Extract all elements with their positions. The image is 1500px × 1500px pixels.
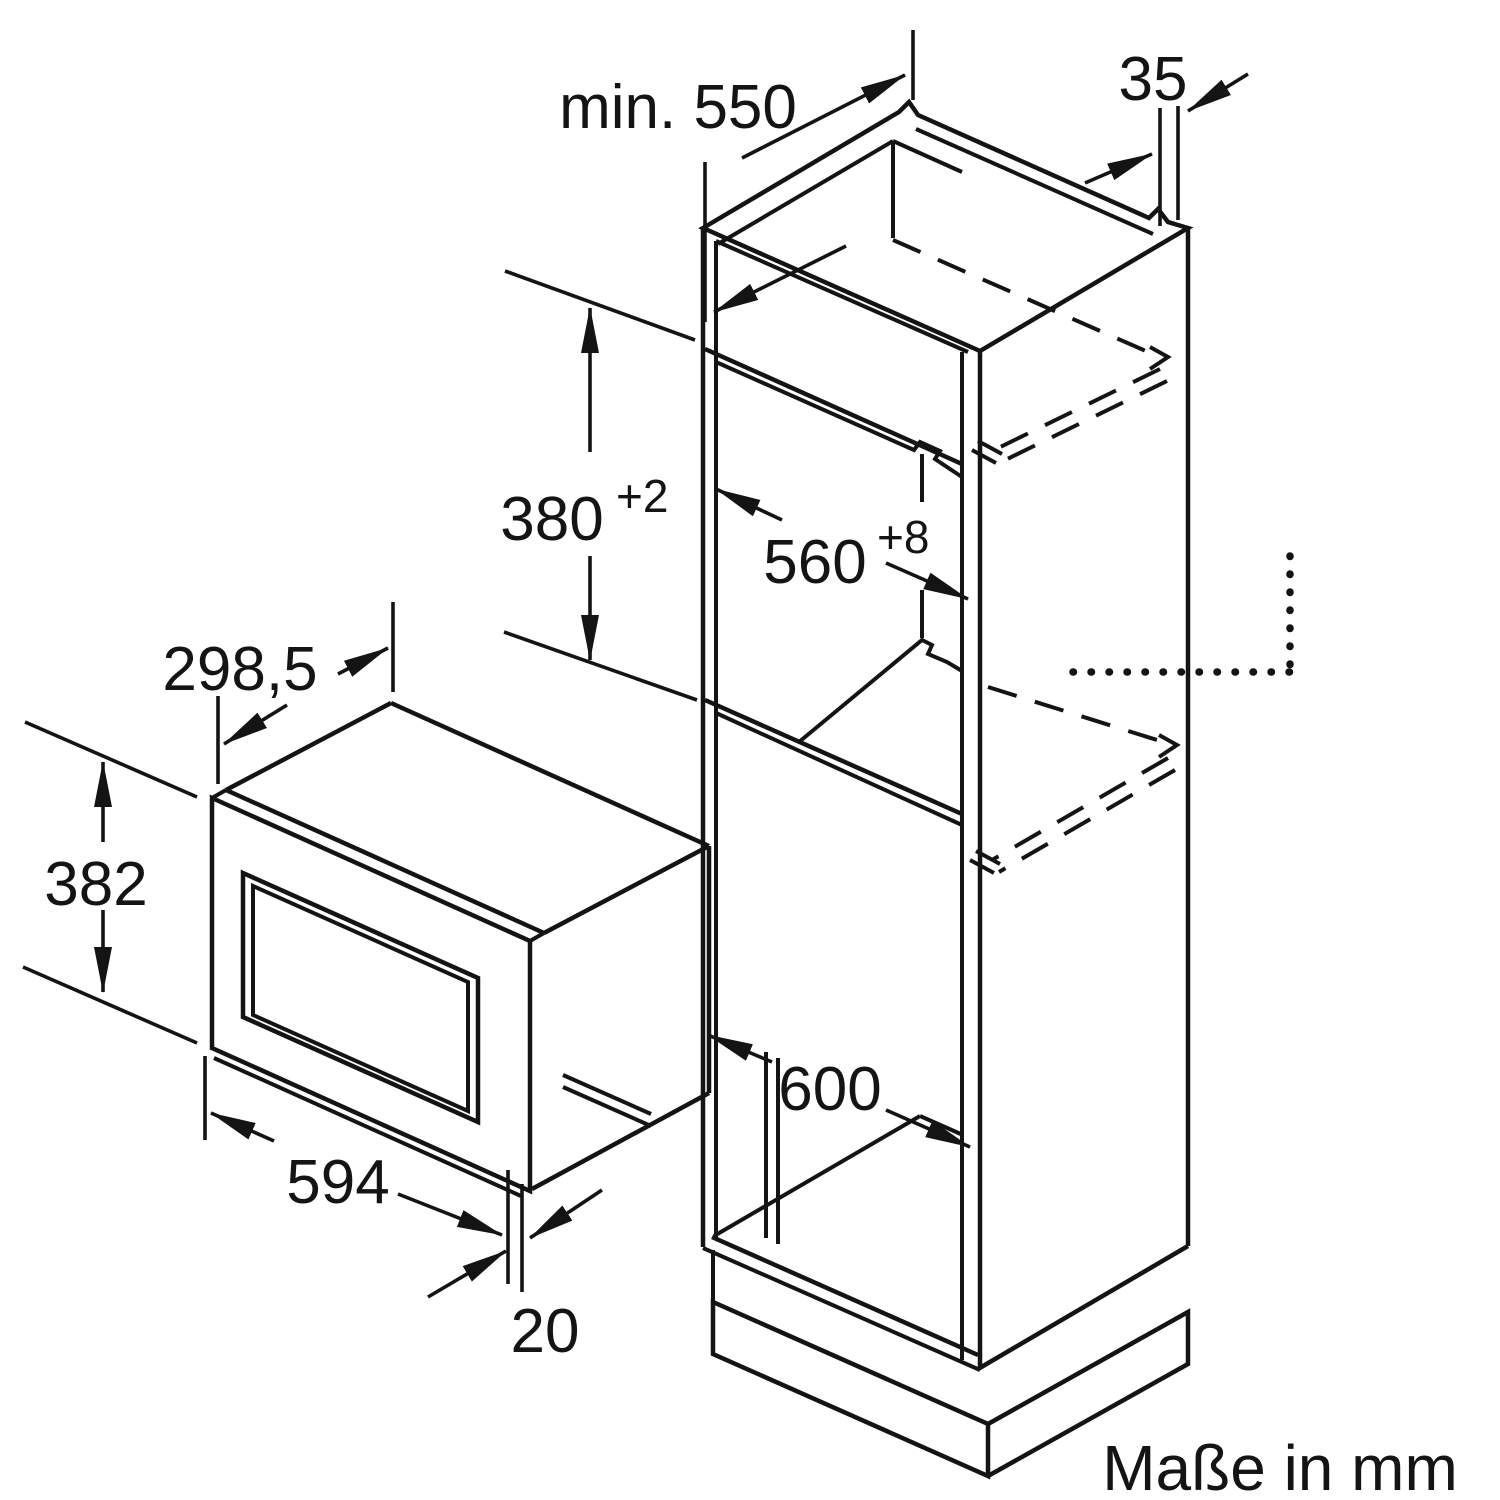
cabinet-outline [562,98,1296,1480]
cabinet-back-groove-line [915,127,1154,236]
microwave-door-top-bevel-right [529,931,545,943]
hidden-edge [989,367,1161,454]
base-reference-line [562,1073,652,1116]
dim-cabinet-width-label: 600 [778,1055,881,1124]
dim-appliance-width: 594 [203,1056,503,1237]
microwave-door-bottom-edge [213,1056,522,1198]
dim-min-depth-label: min. 550 [559,73,797,142]
hidden-edge-tick [975,849,1001,866]
niche-floor-bottom-edge [715,711,963,827]
extension-line [504,269,696,342]
hidden-cutout-upper [892,238,1172,466]
niche-ceiling-bottom-edge [715,360,964,479]
dim-back-gap-label: 35 [1119,45,1188,114]
dim-back-gap: 35 [1084,45,1249,226]
dimension-arrow [210,1111,275,1143]
bottom-floor-back-edge [919,1114,964,1137]
hidden-corner-chevron [1157,733,1181,759]
dimension-arrow [885,1108,971,1149]
dim-appliance-width-label: 594 [286,1148,389,1217]
microwave-top-left-edge [224,701,393,792]
dimension-arrow [1084,152,1153,185]
base-reference-line [562,1085,652,1128]
extension-line [24,720,198,799]
microwave-door-top-bevel [211,788,227,800]
hidden-edge-tick [971,448,997,465]
microwave-top-back-edge [390,700,710,849]
dim-niche-width: 560 +8 [715,487,969,601]
top-compartment-depth-line [716,139,895,246]
dim-min-depth: min. 550 [559,30,915,322]
dimension-arrow [397,1192,503,1237]
dimension-annotations: min. 550 35 380 +2 560 +8 [22,30,1249,1366]
dimension-arrow [715,487,783,522]
microwave-top-right-edge [542,844,711,935]
plinth-front-face [710,1298,991,1480]
dimension-arrow [713,244,847,314]
dim-cabinet-width: 600 [707,1033,971,1149]
dim-appliance-height: 382 [22,720,198,1045]
microwave-outline [209,700,712,1198]
cabinet-bottom-right-edge [976,1244,1190,1371]
dim-niche-height-tolerance: +2 [616,470,668,522]
extension-line [503,630,698,702]
niche-floor-vent-cutout [797,637,964,744]
dimension-arrow [427,1249,507,1299]
extension-line [22,965,198,1045]
top-compartment-ceiling-edge [715,239,969,354]
dim-niche-height-label: 380 [500,485,603,554]
hidden-edge [997,768,1177,874]
dim-appliance-depth: 298,5 [162,602,395,784]
dimension-arrow [223,703,288,746]
bottom-floor-depth-line [712,1114,922,1238]
microwave-door-window-outer [240,869,481,1126]
hidden-cutout-lower [969,685,1181,875]
microwave-door-window-inner [251,882,470,1115]
hidden-edge-tick [969,858,995,875]
hidden-edge [990,756,1170,862]
niche-ceiling-front-edge [704,346,963,467]
microwave-top-front-edge [225,787,545,936]
dim-door-overhang: 20 [427,1170,603,1366]
dim-niche-width-label: 560 [763,528,866,597]
niche-floor-front-edge [704,697,963,817]
dimension-arrow [337,646,389,677]
dim-door-overhang-label: 20 [511,1297,580,1366]
hidden-edge [996,379,1168,466]
dimension-arrow [741,73,906,160]
dim-niche-width-tolerance: +8 [877,511,929,563]
bottom-floor-front-edge [711,1234,979,1358]
plinth-right-face [986,1308,1191,1478]
bottom-floor-lower-edge [702,1246,981,1372]
dim-appliance-depth-label: 298,5 [162,635,317,704]
dimension-arrow [885,561,969,601]
hidden-edge-tick [977,439,1003,456]
dimension-arrow [707,1033,773,1064]
cabinet-top-face [698,98,1194,354]
microwave-door-face [209,794,533,1195]
hidden-edge [987,685,1158,742]
dim-appliance-height-label: 382 [44,850,147,919]
microwave-bottom-right-edge [530,1091,711,1191]
dimension-arrow [529,1188,603,1240]
units-caption: Maße in mm [1102,1432,1458,1500]
dim-niche-height: 380 +2 [500,269,698,702]
dimension-arrow [1187,72,1249,113]
top-compartment-back-edge [892,139,963,174]
hidden-corner-chevron [1148,345,1172,371]
